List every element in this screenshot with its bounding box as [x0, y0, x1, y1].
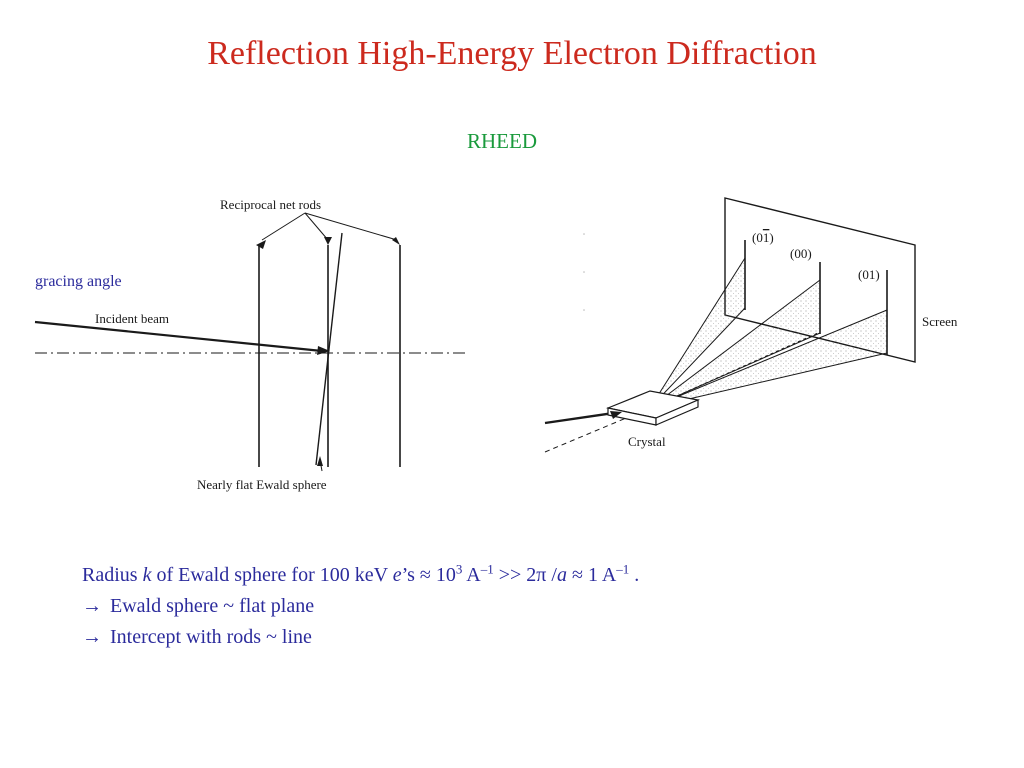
ewald-rods-diagram: Reciprocal net rods Incident beam Nearly…: [34, 197, 465, 492]
reciprocal-rods-label: Reciprocal net rods: [220, 197, 321, 212]
incident-beam-line: [34, 320, 323, 353]
screen-label: Screen: [922, 314, 958, 329]
spot-label-01: (01): [858, 267, 880, 282]
arrowhead-icon: [324, 237, 332, 245]
slide-subtitle: RHEED: [467, 129, 537, 153]
arrowhead-icon: [256, 240, 266, 249]
spot-label-00: (00): [790, 246, 812, 261]
crystal-label: Crystal: [628, 434, 666, 449]
spot-label-01bar: (01): [752, 230, 774, 245]
arrowhead-icon: [317, 456, 323, 466]
right-arrow-icon: →: [82, 626, 102, 648]
gracing-angle-label: gracing angle: [35, 273, 122, 290]
body-text: Radius k of Ewald sphere for 100 keV e’s…: [82, 560, 639, 653]
ewald-sphere-line: [315, 232, 343, 466]
body-line-intercept: →Intercept with rods ~ line: [82, 626, 312, 648]
ewald-sphere-label: Nearly flat Ewald sphere: [197, 477, 327, 492]
incident-beam-label: Incident beam: [95, 311, 169, 326]
body-line-flat-plane: →Ewald sphere ~ flat plane: [82, 595, 315, 617]
slide-title: Reflection High-Energy Electron Diffract…: [207, 35, 817, 72]
arrowhead-icon: [392, 237, 400, 245]
rheed-geometry-diagram: (01) (00) (01) Screen Crystal: [544, 197, 958, 453]
arrowhead-icon: [317, 346, 330, 355]
body-line-radius: Radius k of Ewald sphere for 100 keV e’s…: [82, 561, 640, 586]
right-arrow-icon: →: [82, 595, 102, 617]
arrowhead-icon: [610, 411, 622, 419]
